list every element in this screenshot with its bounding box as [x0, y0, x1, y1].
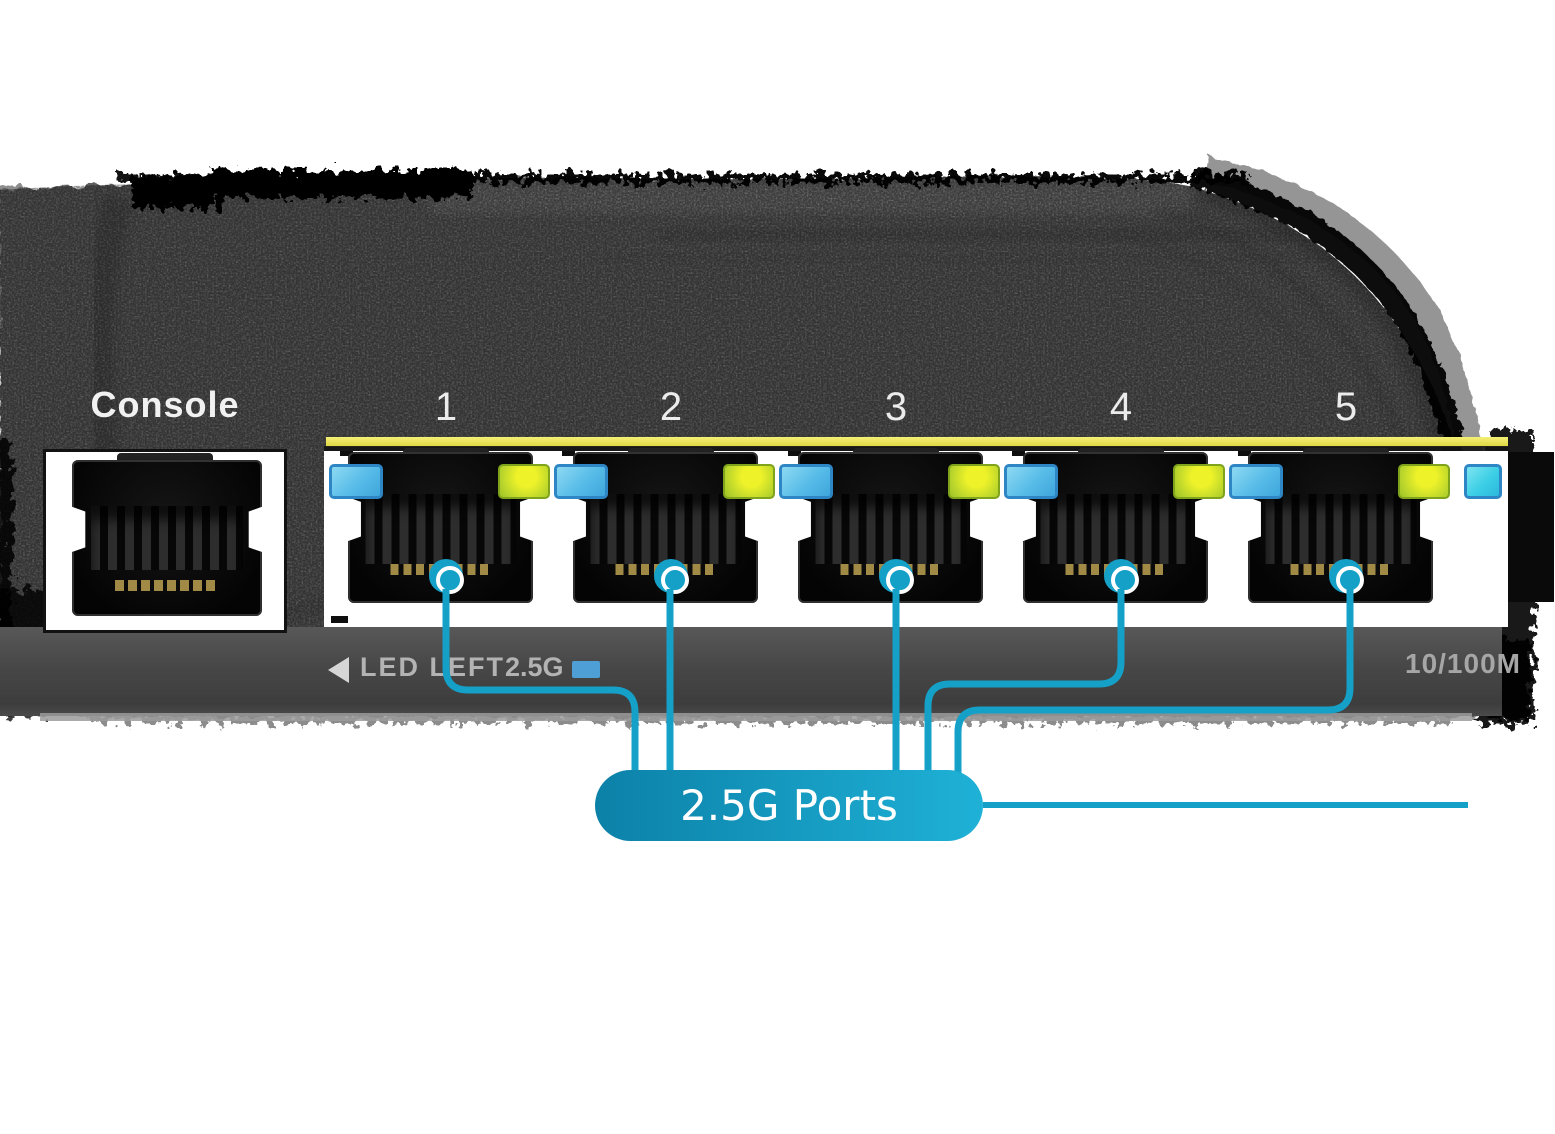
panel-notch	[331, 616, 348, 623]
led-green	[948, 464, 1000, 499]
led-green	[723, 464, 775, 499]
panel-notch	[340, 451, 353, 456]
ethernet-port: 4	[1004, 385, 1233, 635]
rj45-contacts	[91, 506, 243, 570]
led-left-arrow-icon	[328, 657, 349, 683]
led-blue	[329, 464, 383, 499]
led-blue	[554, 464, 608, 499]
ethernet-port: 3	[779, 385, 1008, 635]
console-port	[43, 449, 287, 633]
port-number-label: 1	[434, 385, 458, 429]
front-lip	[0, 627, 1502, 716]
panel-notch	[562, 451, 575, 456]
rj45-contacts	[815, 494, 966, 564]
led-blue	[1464, 464, 1502, 499]
rj45-contacts	[365, 494, 516, 564]
port-number-label: 2	[659, 385, 683, 429]
led-blue	[1004, 464, 1058, 499]
port-callout-marker	[654, 559, 689, 594]
rj45-contacts	[1040, 494, 1191, 564]
rj45-contacts	[1265, 494, 1416, 564]
port-callout-marker	[429, 559, 464, 594]
panel-notch	[1012, 451, 1025, 456]
port-number-label: 4	[1109, 385, 1133, 429]
rj45-jack	[72, 460, 262, 616]
ethernet-port: 1	[329, 385, 558, 635]
yellow-stripe	[326, 437, 1508, 447]
led-green	[1398, 464, 1450, 499]
rj45-jack	[1508, 452, 1554, 602]
callout-pill: 2.5G Ports	[595, 770, 983, 841]
front-lip-edge	[40, 713, 1472, 721]
led-green	[498, 464, 550, 499]
ethernet-port: 5	[1229, 385, 1458, 635]
port-callout-marker	[1104, 559, 1139, 594]
legend-speed-label: 2.5G	[505, 652, 564, 682]
panel-notch	[1238, 451, 1251, 456]
right-speed-label: 10/100M	[1405, 648, 1521, 679]
console-label: Console	[90, 384, 240, 425]
legend-blue-square-icon	[572, 661, 600, 678]
led-blue	[1229, 464, 1283, 499]
port-callout-marker	[879, 559, 914, 594]
port-number-label: 5	[1334, 385, 1358, 429]
port-number-label: 3	[884, 385, 908, 429]
legend-led-left-label: LED LEFT	[360, 652, 505, 682]
led-green	[1173, 464, 1225, 499]
rj45-contacts	[590, 494, 741, 564]
ethernet-port-partial	[1448, 385, 1554, 635]
callout-label: 2.5G Ports	[680, 781, 898, 830]
led-blue	[779, 464, 833, 499]
ethernet-port: 2	[554, 385, 783, 635]
rj45-pins	[115, 580, 219, 591]
panel-notch	[788, 451, 801, 456]
